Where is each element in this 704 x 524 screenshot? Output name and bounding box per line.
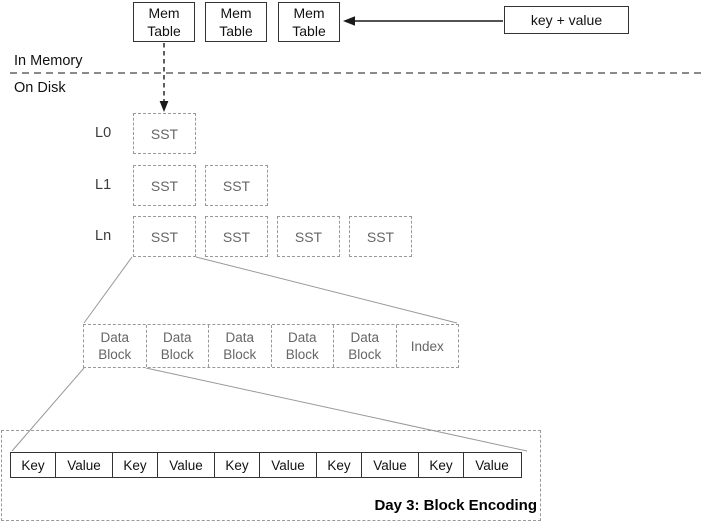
block-encoding-region bbox=[1, 430, 541, 521]
data-block-label: Data Block bbox=[223, 330, 257, 362]
diagram-caption: Day 3: Block Encoding bbox=[374, 497, 537, 514]
data-block-cell: Data Block bbox=[145, 325, 209, 367]
key-value-arrowhead-icon bbox=[343, 16, 355, 26]
key-label: Key bbox=[123, 457, 147, 473]
data-block-cell: Data Block bbox=[84, 325, 146, 367]
key-cell: Key bbox=[418, 452, 464, 478]
flush-arrowhead-icon bbox=[159, 101, 169, 112]
value-cell: Value bbox=[258, 452, 318, 478]
sst-label: SST bbox=[222, 177, 251, 194]
sst-label: SST bbox=[366, 228, 395, 245]
value-label: Value bbox=[271, 457, 305, 473]
sst-label: SST bbox=[294, 228, 323, 245]
key-cell: Key bbox=[112, 452, 158, 478]
key-label: Key bbox=[327, 457, 351, 473]
sst-label: SST bbox=[150, 125, 179, 142]
key-label: Key bbox=[429, 457, 453, 473]
data-block-cell: Data Block bbox=[270, 325, 334, 367]
block-encoding-row: Key Value Key Value Key Value Key Value … bbox=[10, 452, 522, 478]
mem-table-label: Mem Table bbox=[292, 5, 326, 39]
mem-table-box-1: Mem Table bbox=[133, 2, 195, 42]
key-value-label: key + value bbox=[530, 12, 603, 28]
value-label: Value bbox=[67, 457, 101, 473]
index-cell: Index bbox=[395, 325, 459, 367]
key-cell: Key bbox=[316, 452, 362, 478]
data-block-cell: Data Block bbox=[208, 325, 271, 367]
data-block-cell: Data Block bbox=[333, 325, 396, 367]
data-block-label: Data Block bbox=[98, 330, 132, 362]
sst-box-l0-1: SST bbox=[133, 113, 196, 154]
value-cell: Value bbox=[54, 452, 114, 478]
index-label: Index bbox=[410, 338, 444, 354]
data-block-label: Data Block bbox=[348, 330, 382, 362]
sst-expand-right-line bbox=[195, 256, 458, 324]
key-label: Key bbox=[225, 457, 249, 473]
mem-table-label: Mem Table bbox=[219, 5, 253, 39]
key-cell: Key bbox=[10, 452, 56, 478]
value-label: Value bbox=[475, 457, 509, 473]
in-memory-label: In Memory bbox=[14, 53, 83, 69]
sst-box-l1-1: SST bbox=[133, 165, 196, 206]
sst-label: SST bbox=[150, 228, 179, 245]
value-label: Value bbox=[373, 457, 407, 473]
sst-box-ln-4: SST bbox=[349, 216, 412, 257]
key-value-box: key + value bbox=[504, 6, 629, 34]
level-label-l0: L0 bbox=[95, 125, 112, 141]
value-cell: Value bbox=[360, 452, 420, 478]
sst-label: SST bbox=[150, 177, 179, 194]
value-cell: Value bbox=[462, 452, 522, 478]
level-label-l1: L1 bbox=[95, 177, 112, 193]
value-cell: Value bbox=[156, 452, 216, 478]
mem-table-label: Mem Table bbox=[147, 5, 181, 39]
sst-box-ln-1: SST bbox=[133, 216, 196, 257]
sst-structure-row: Data Block Data Block Data Block Data Bl… bbox=[83, 324, 459, 368]
sst-expand-left-line bbox=[83, 256, 133, 324]
level-label-ln: Ln bbox=[95, 228, 112, 244]
mem-table-box-2: Mem Table bbox=[205, 2, 267, 42]
data-block-label: Data Block bbox=[285, 330, 319, 362]
sst-box-ln-2: SST bbox=[205, 216, 268, 257]
value-label: Value bbox=[169, 457, 203, 473]
mem-table-box-3: Mem Table bbox=[278, 2, 340, 42]
key-cell: Key bbox=[214, 452, 260, 478]
on-disk-label: On Disk bbox=[14, 80, 66, 96]
data-block-label: Data Block bbox=[160, 330, 194, 362]
sst-label: SST bbox=[222, 228, 251, 245]
sst-box-l1-2: SST bbox=[205, 165, 268, 206]
sst-box-ln-3: SST bbox=[277, 216, 340, 257]
key-label: Key bbox=[21, 457, 45, 473]
